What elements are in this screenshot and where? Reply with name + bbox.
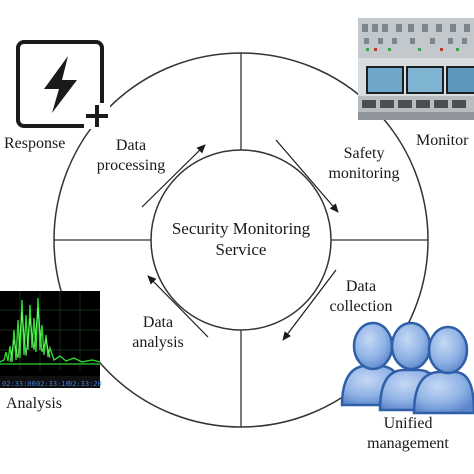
data-collection-line2: collection xyxy=(329,298,393,315)
control-room-photo xyxy=(358,18,474,120)
unified-management-label: Unified management xyxy=(350,414,466,454)
data-collection-line1: Data xyxy=(345,278,377,295)
readout-1: 02:33:00 xyxy=(2,380,36,388)
data-analysis-label: Data analysis xyxy=(108,313,208,353)
oscilloscope-screen: 02:33:00 02:33:10 02:33:20 xyxy=(0,291,102,388)
center-label-line1: Security Monitoring xyxy=(171,219,311,238)
readout-2: 02:33:10 xyxy=(36,380,70,388)
response-label: Response xyxy=(4,135,66,152)
data-processing-line2: processing xyxy=(96,157,166,174)
lightning-plus-icon xyxy=(16,40,110,129)
unified-management-line1: Unified xyxy=(383,415,433,432)
arrow-processing xyxy=(141,144,206,208)
monitor-label: Monitor xyxy=(416,132,469,149)
data-analysis-line2: analysis xyxy=(132,334,184,351)
center-label-line2: Service xyxy=(215,240,267,259)
safety-monitoring-line2: monitoring xyxy=(328,165,400,182)
arrow-safety xyxy=(275,139,339,213)
safety-monitoring-line1: Safety xyxy=(343,145,385,162)
people-group-icon xyxy=(340,321,474,415)
data-processing-line1: Data xyxy=(115,137,147,154)
analysis-label: Analysis xyxy=(6,395,62,412)
inner-circle xyxy=(150,149,332,331)
arrow-analysis xyxy=(147,275,209,338)
safety-monitoring-label: Safety monitoring xyxy=(308,144,420,184)
readout-3: 02:33:20 xyxy=(68,380,102,388)
data-processing-label: Data processing xyxy=(76,136,186,176)
arrow-collection xyxy=(282,269,337,341)
unified-management-line2: management xyxy=(367,435,449,452)
data-collection-label: Data collection xyxy=(306,277,416,317)
data-analysis-line1: Data xyxy=(142,314,174,331)
center-label: Security Monitoring Service xyxy=(151,218,331,260)
